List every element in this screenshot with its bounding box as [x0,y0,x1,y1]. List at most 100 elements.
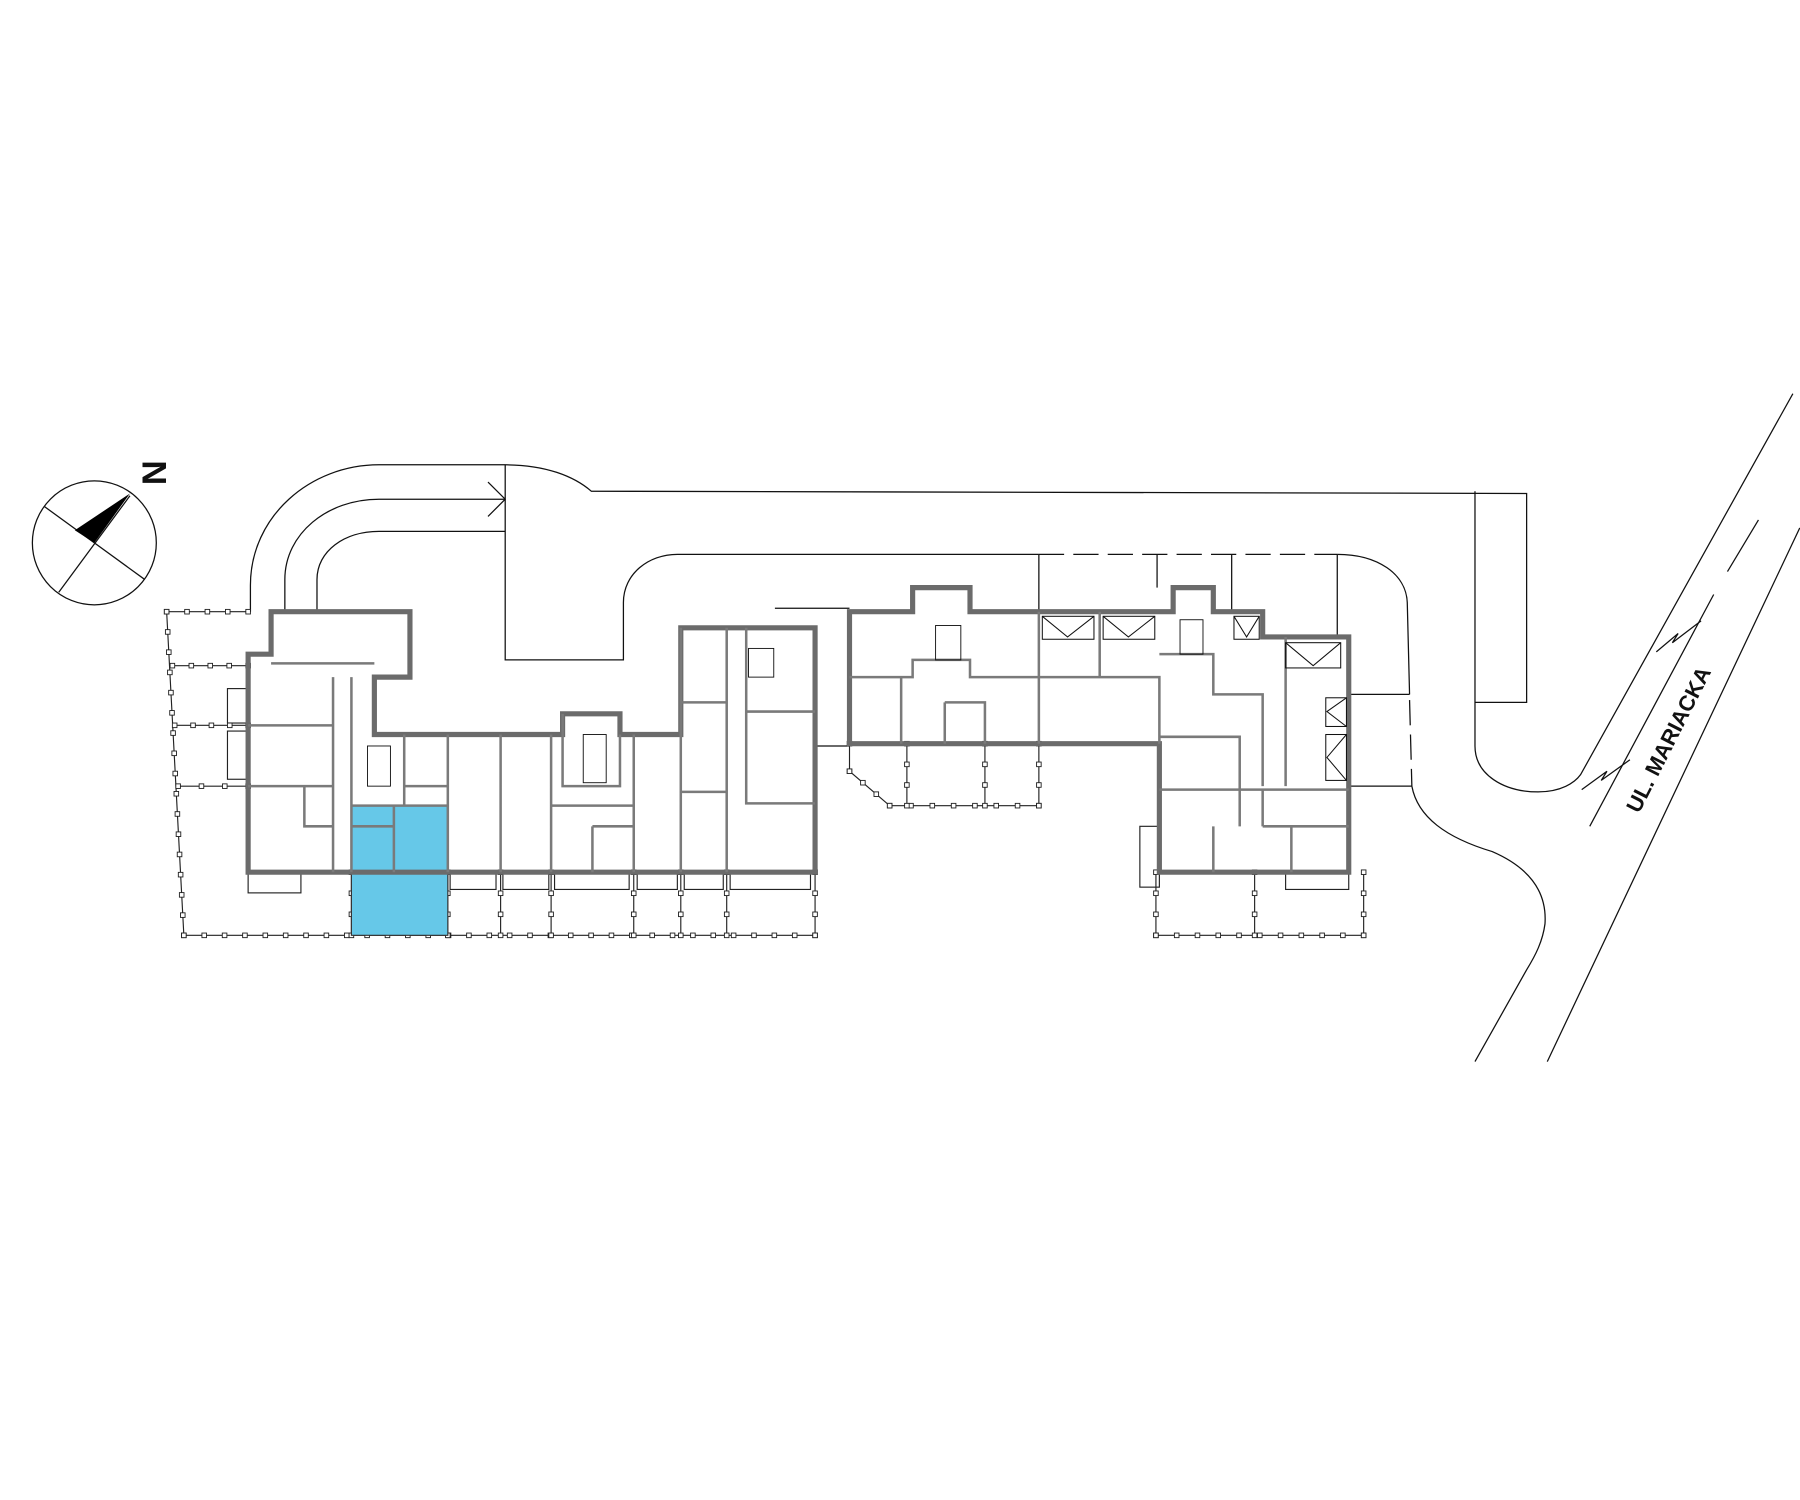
fence-post [730,932,737,939]
fence-post [1036,761,1042,768]
fence-post [208,722,215,729]
fence-post [1153,932,1159,939]
fence-post [1014,802,1021,809]
fence-post [170,730,176,736]
fence-post [649,932,655,939]
fence-post [169,710,175,716]
fence-post [466,932,472,939]
fence-post [1298,932,1305,939]
fence-post [1251,890,1258,897]
fence-post [678,932,684,939]
fence-post [226,662,232,669]
fence-post [1153,890,1159,897]
street-name-label: UL. MARIACKA [1621,662,1716,816]
fence-post [993,802,999,809]
fence-post [245,608,251,615]
building-east [846,585,1352,875]
fence-post [1251,911,1258,918]
fence-post [690,932,696,939]
fence-post [678,890,684,897]
fence-post [282,932,289,939]
fence-post [548,932,554,939]
fence-post [846,768,853,774]
fence-post [486,932,493,939]
fence-post [860,779,866,786]
terrace-fences [163,608,1367,939]
fence-post [904,761,910,768]
fence-post [982,802,988,809]
fence-post [548,911,554,918]
fence-post [1215,932,1222,939]
fence-post [1036,782,1042,788]
fence-post [873,791,880,797]
fence-post [723,932,730,939]
fence-post [184,608,190,615]
fence-post [225,608,231,615]
fence-post [176,851,183,858]
fence-post [172,770,179,777]
fence-post [710,932,717,939]
fence-post [812,911,818,918]
fence-post [222,783,228,789]
fence-post [163,608,170,615]
fence-post [1277,932,1284,939]
compass-north-label: N [135,460,173,485]
fence-post [1360,890,1367,897]
fence-post [497,911,504,918]
fence-post [904,782,910,788]
fence-post [548,890,554,897]
compass: N [31,460,173,606]
fence-post [812,932,818,939]
fence-post [982,782,988,788]
fence-post [567,932,574,939]
fence-post [303,932,309,939]
building-west [245,609,818,875]
fence-post [950,802,957,809]
fence-post [972,802,978,809]
fence-post [175,831,182,837]
fence-post [180,912,186,918]
fence-post [527,932,533,939]
fence-post [497,890,504,897]
fence-post [497,932,504,939]
fence-post [221,932,228,939]
fence-post [1236,932,1242,939]
fence-post [173,791,180,797]
fence-post [164,629,171,635]
fence-post [723,911,730,918]
compass-circle [31,480,157,606]
fence-post [929,802,936,809]
fence-post [630,932,637,939]
fence-post [177,871,184,878]
access-road [249,393,1800,1062]
fence-post [886,802,893,809]
fence-post [812,890,818,897]
fence-post [188,662,195,669]
fence-post [1257,932,1263,939]
fence-post [198,783,205,789]
fence-post [1360,869,1367,875]
fence-post [1340,932,1346,939]
fence-post [506,932,513,939]
fence-post [630,890,637,897]
north-arrow-icon [74,493,130,543]
fence-post [207,662,214,669]
fence-post [190,722,196,729]
fence-post [166,649,172,655]
fence-post [1360,932,1367,939]
fence-post [723,890,730,897]
fence-post [242,932,248,939]
fence-post [167,669,173,676]
fence-post [1173,932,1180,939]
fence-post [323,932,330,939]
fence-post [227,722,233,729]
fence-post [982,761,988,768]
fence-post [181,932,187,939]
fence-post [168,689,174,696]
fence-post [171,722,178,729]
fence-post [1360,911,1367,918]
fence-post [171,750,177,757]
fence-post [343,932,350,939]
fence-post [174,811,181,817]
